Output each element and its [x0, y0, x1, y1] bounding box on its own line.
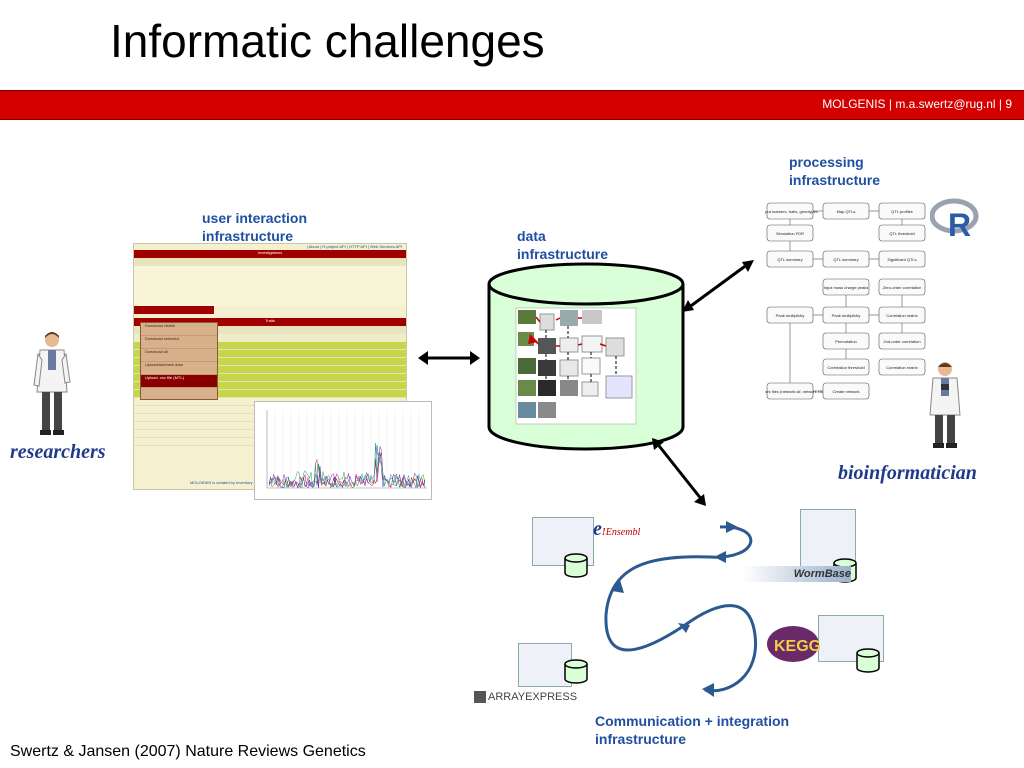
flowchart-node: Create network: [822, 382, 870, 400]
svg-text:QTL profiles: QTL profiles: [891, 209, 913, 214]
svg-text:Input mass charge peaks: Input mass charge peaks: [824, 285, 869, 290]
menu-item: Download all: [141, 349, 217, 362]
flowchart-node: QTL profiles: [878, 202, 926, 220]
flowchart-node: Correlation threshold: [822, 358, 870, 376]
double-arrow-db-processing: [682, 260, 754, 312]
svg-text:Input markers, traits, genotyp: Input markers, traits, genotypes: [765, 209, 818, 214]
ensembl-logo: e!Ensembl: [593, 518, 641, 540]
svg-text:Peak multiplicity: Peak multiplicity: [776, 313, 805, 318]
database-cylinder: [487, 262, 685, 451]
app-panel2-title: Traits: [134, 318, 406, 326]
flowchart-node: Correlation matrix: [878, 306, 926, 324]
ensembl-logo-text: Ensembl: [605, 527, 641, 538]
svg-text:2nd-order correlation: 2nd-order correlation: [883, 339, 920, 344]
svg-text:Permutation: Permutation: [835, 339, 857, 344]
app-panel1-title: Investigations: [134, 250, 406, 258]
app-footer: MOLGENIS is created by Inventory: [190, 480, 253, 485]
svg-text:Correlation matrix: Correlation matrix: [886, 365, 918, 370]
kegg-logo-text: KEGG: [774, 638, 820, 655]
bioinformatician-label: bioinformatician: [838, 462, 977, 484]
flowchart-node: Peak multiplicity: [766, 306, 814, 324]
svg-text:QTL summary: QTL summary: [777, 257, 802, 262]
flowchart-node: Zero-order correlation: [878, 278, 926, 296]
menu-item: Download selected: [141, 336, 217, 349]
qtl-trace: [268, 442, 426, 489]
r-logo-text: R: [948, 207, 971, 240]
processing-infrastructure-label: processing infrastructure: [789, 154, 881, 188]
menu-item: Download visible: [141, 323, 217, 336]
flowchart-node: Input mass charge peaks: [822, 278, 870, 296]
flowchart-node: QTL summary: [766, 250, 814, 268]
flowchart-node: Map QTLs: [822, 202, 870, 220]
qtl-plot-image: [254, 401, 432, 500]
communication-loop: [604, 521, 758, 697]
flowchart-node: Correlation matrix: [878, 358, 926, 376]
svg-text:Significant QTLs: Significant QTLs: [887, 257, 916, 262]
processing-flowchart: Input markers, traits, genotypes Map QTLs…: [765, 202, 926, 400]
researcher-figure: [33, 332, 71, 435]
arrayexpress-logo-text: ARRAYEXPRESS: [488, 691, 578, 703]
header-bar-text: MOLGENIS | m.a.swertz@rug.nl | 9: [822, 97, 1012, 111]
flowchart-node: Permutation: [822, 332, 870, 350]
kegg-logo: KEGG: [767, 626, 820, 662]
r-logo: R: [930, 198, 979, 240]
svg-text:Correlation threshold: Correlation threshold: [827, 365, 864, 370]
kegg-db-icon: [856, 648, 880, 673]
qtl-trace: [268, 445, 426, 489]
researchers-label: researchers: [10, 441, 106, 463]
arrayexpress-logo: ARRAYEXPRESS: [474, 691, 578, 704]
qtl-plot-svg: [266, 410, 427, 489]
citation: Swertz & Jansen (2007) Nature Reviews Ge…: [10, 743, 366, 760]
svg-text:Peak multiplicity: Peak multiplicity: [832, 313, 861, 318]
svg-text:Correlation matrix: Correlation matrix: [886, 313, 918, 318]
flowchart-node: Significant QTLs: [878, 250, 926, 268]
flowchart-node: 2nd-order correlation: [878, 332, 926, 350]
menu-item: Upload/add/new data: [141, 362, 217, 375]
double-arrow-app-db: [418, 351, 480, 365]
qtl-trace: [268, 453, 426, 489]
user-interaction-label: user interaction infrastructure: [202, 210, 308, 244]
flowchart-node: QTL threshold: [878, 224, 926, 242]
svg-text:Zero-order correlation: Zero-order correlation: [883, 285, 922, 290]
svg-text:Simulation FDR: Simulation FDR: [776, 231, 804, 236]
double-arrow-db-communication: [652, 438, 706, 506]
header-bar: MOLGENIS | m.a.swertz@rug.nl | 9: [0, 90, 1024, 120]
wormbase-logo: WormBase: [743, 566, 851, 582]
bioinformatician-figure: [929, 362, 961, 448]
app-dropdown-menu: Download visible Download selected Downl…: [140, 322, 218, 400]
page-title: Informatic challenges: [110, 15, 545, 67]
flowchart-node: QTL summary: [822, 250, 870, 268]
svg-text:QTL threshold: QTL threshold: [889, 231, 914, 236]
menu-item: Upload .csv file (MTL): [141, 375, 217, 388]
flowchart-node: Peak multiplicity: [822, 306, 870, 324]
flowchart-node: Input markers, traits, genotypes: [765, 202, 818, 220]
svg-text:QTL summary: QTL summary: [833, 257, 858, 262]
arrayexpress-db-icon: [564, 659, 588, 684]
app-top-links: | About | R-project API | HTTP API | Web…: [306, 244, 402, 249]
communication-infrastructure-label: Communication + integration infrastructu…: [595, 713, 790, 747]
svg-text:Network files (network.sif, ne: Network files (network.sif, network.xls): [765, 389, 825, 394]
svg-text:Create network: Create network: [832, 389, 859, 394]
ensembl-db-icon: [564, 553, 588, 578]
svg-text:Map QTLs: Map QTLs: [837, 209, 856, 214]
flowchart-node: Simulation FDR: [766, 224, 814, 242]
arrayexpress-screenshot: [518, 643, 572, 687]
data-infrastructure-label: data infrastructure: [517, 228, 609, 262]
